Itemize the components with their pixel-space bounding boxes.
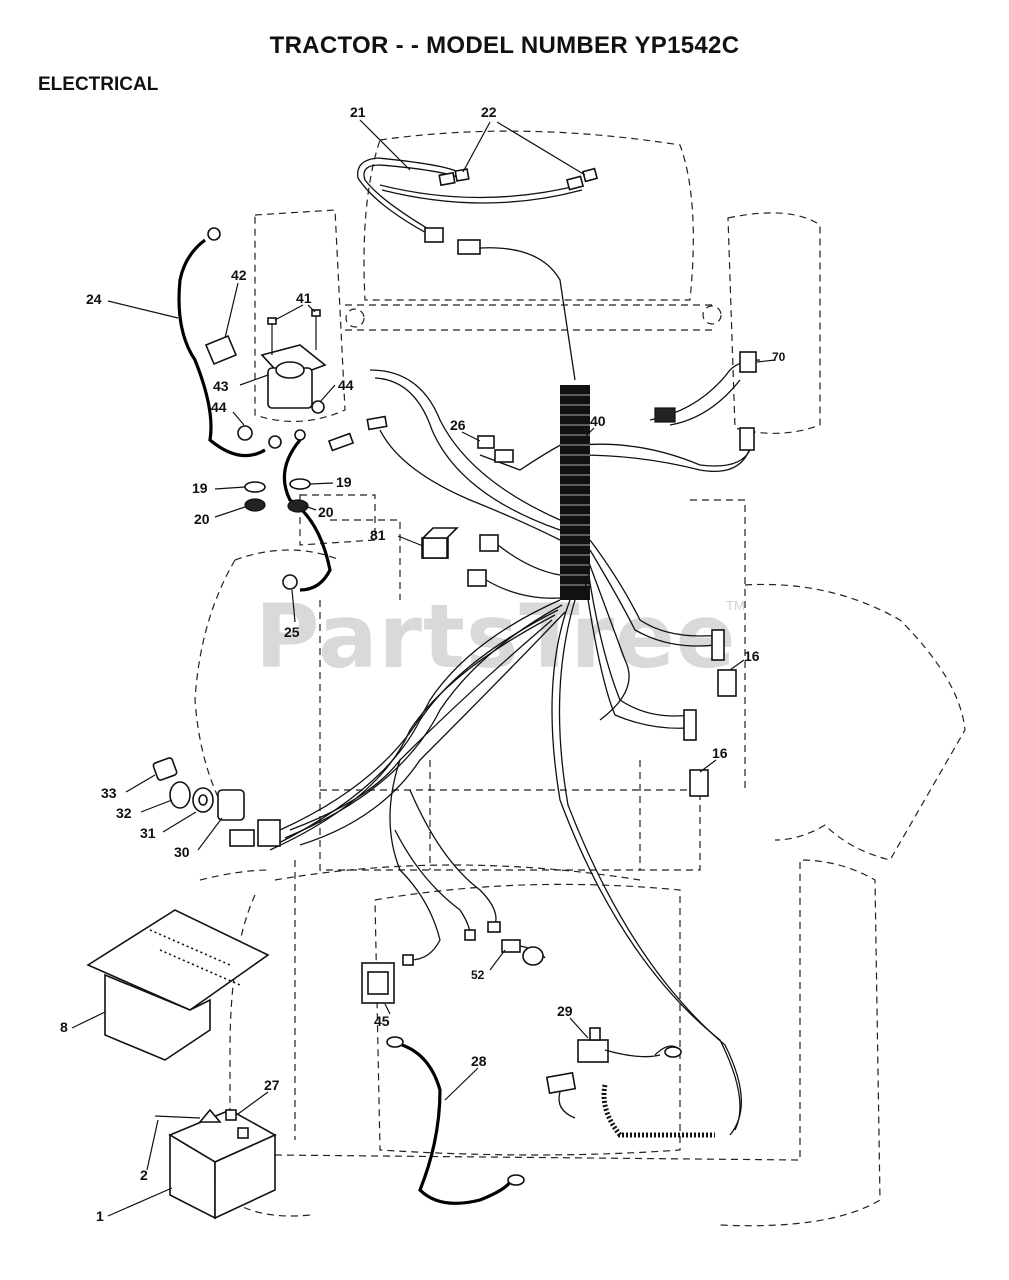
callout-24: 24	[86, 291, 102, 307]
gauge-45	[361, 962, 395, 1004]
watermark-trademark: TM	[726, 598, 745, 613]
callout-22: 22	[481, 104, 497, 120]
callout-19-right: 19	[336, 474, 352, 490]
ignition-switch-group	[152, 757, 255, 847]
relay-81	[421, 527, 459, 559]
cable-28	[386, 1036, 525, 1205]
section-title: ELECTRICAL	[38, 74, 159, 95]
callout-27: 27	[264, 1077, 280, 1093]
callout-16-lower: 16	[712, 745, 728, 761]
callout-28: 28	[471, 1053, 487, 1069]
callout-33: 33	[101, 785, 117, 801]
headlight-harness	[357, 157, 599, 381]
callout-81: 81	[370, 527, 386, 543]
callout-20-right: 20	[318, 504, 334, 520]
tractor-outline	[194, 130, 966, 1227]
callout-29: 29	[557, 1003, 573, 1019]
callout-labels: 21 22 24 42 41 43 44 44 19 19 20 20 81 2…	[60, 104, 786, 1224]
callout-45: 45	[374, 1013, 390, 1029]
callout-70: 70	[772, 350, 786, 364]
callout-leaders	[71, 119, 776, 1217]
callout-26: 26	[450, 417, 466, 433]
callout-42: 42	[231, 267, 247, 283]
solenoid-assembly	[204, 309, 388, 592]
battery-1	[154, 1108, 277, 1220]
ground-wire-24	[177, 227, 266, 458]
callout-20-left: 20	[194, 511, 210, 527]
callout-41: 41	[296, 290, 312, 306]
callout-19-left: 19	[192, 480, 208, 496]
callout-43: 43	[213, 378, 229, 394]
callout-21: 21	[350, 104, 366, 120]
callout-31: 31	[140, 825, 156, 841]
coiled-loom	[560, 385, 590, 600]
switch-29	[545, 1027, 715, 1138]
battery-box-8	[86, 909, 270, 1061]
page-title: TRACTOR - - MODEL NUMBER YP1542C	[269, 32, 740, 59]
callout-52: 52	[471, 968, 485, 982]
callout-44-left: 44	[211, 399, 227, 415]
callout-32: 32	[116, 805, 132, 821]
callout-1: 1	[96, 1208, 104, 1224]
callout-2: 2	[140, 1167, 148, 1183]
callout-30: 30	[174, 844, 190, 860]
callout-16-upper: 16	[744, 648, 760, 664]
callout-44-right: 44	[338, 377, 354, 393]
callout-8: 8	[60, 1019, 68, 1035]
main-harness	[257, 351, 761, 1136]
callout-40: 40	[590, 413, 606, 429]
part-52	[501, 939, 546, 966]
callout-25: 25	[284, 624, 300, 640]
